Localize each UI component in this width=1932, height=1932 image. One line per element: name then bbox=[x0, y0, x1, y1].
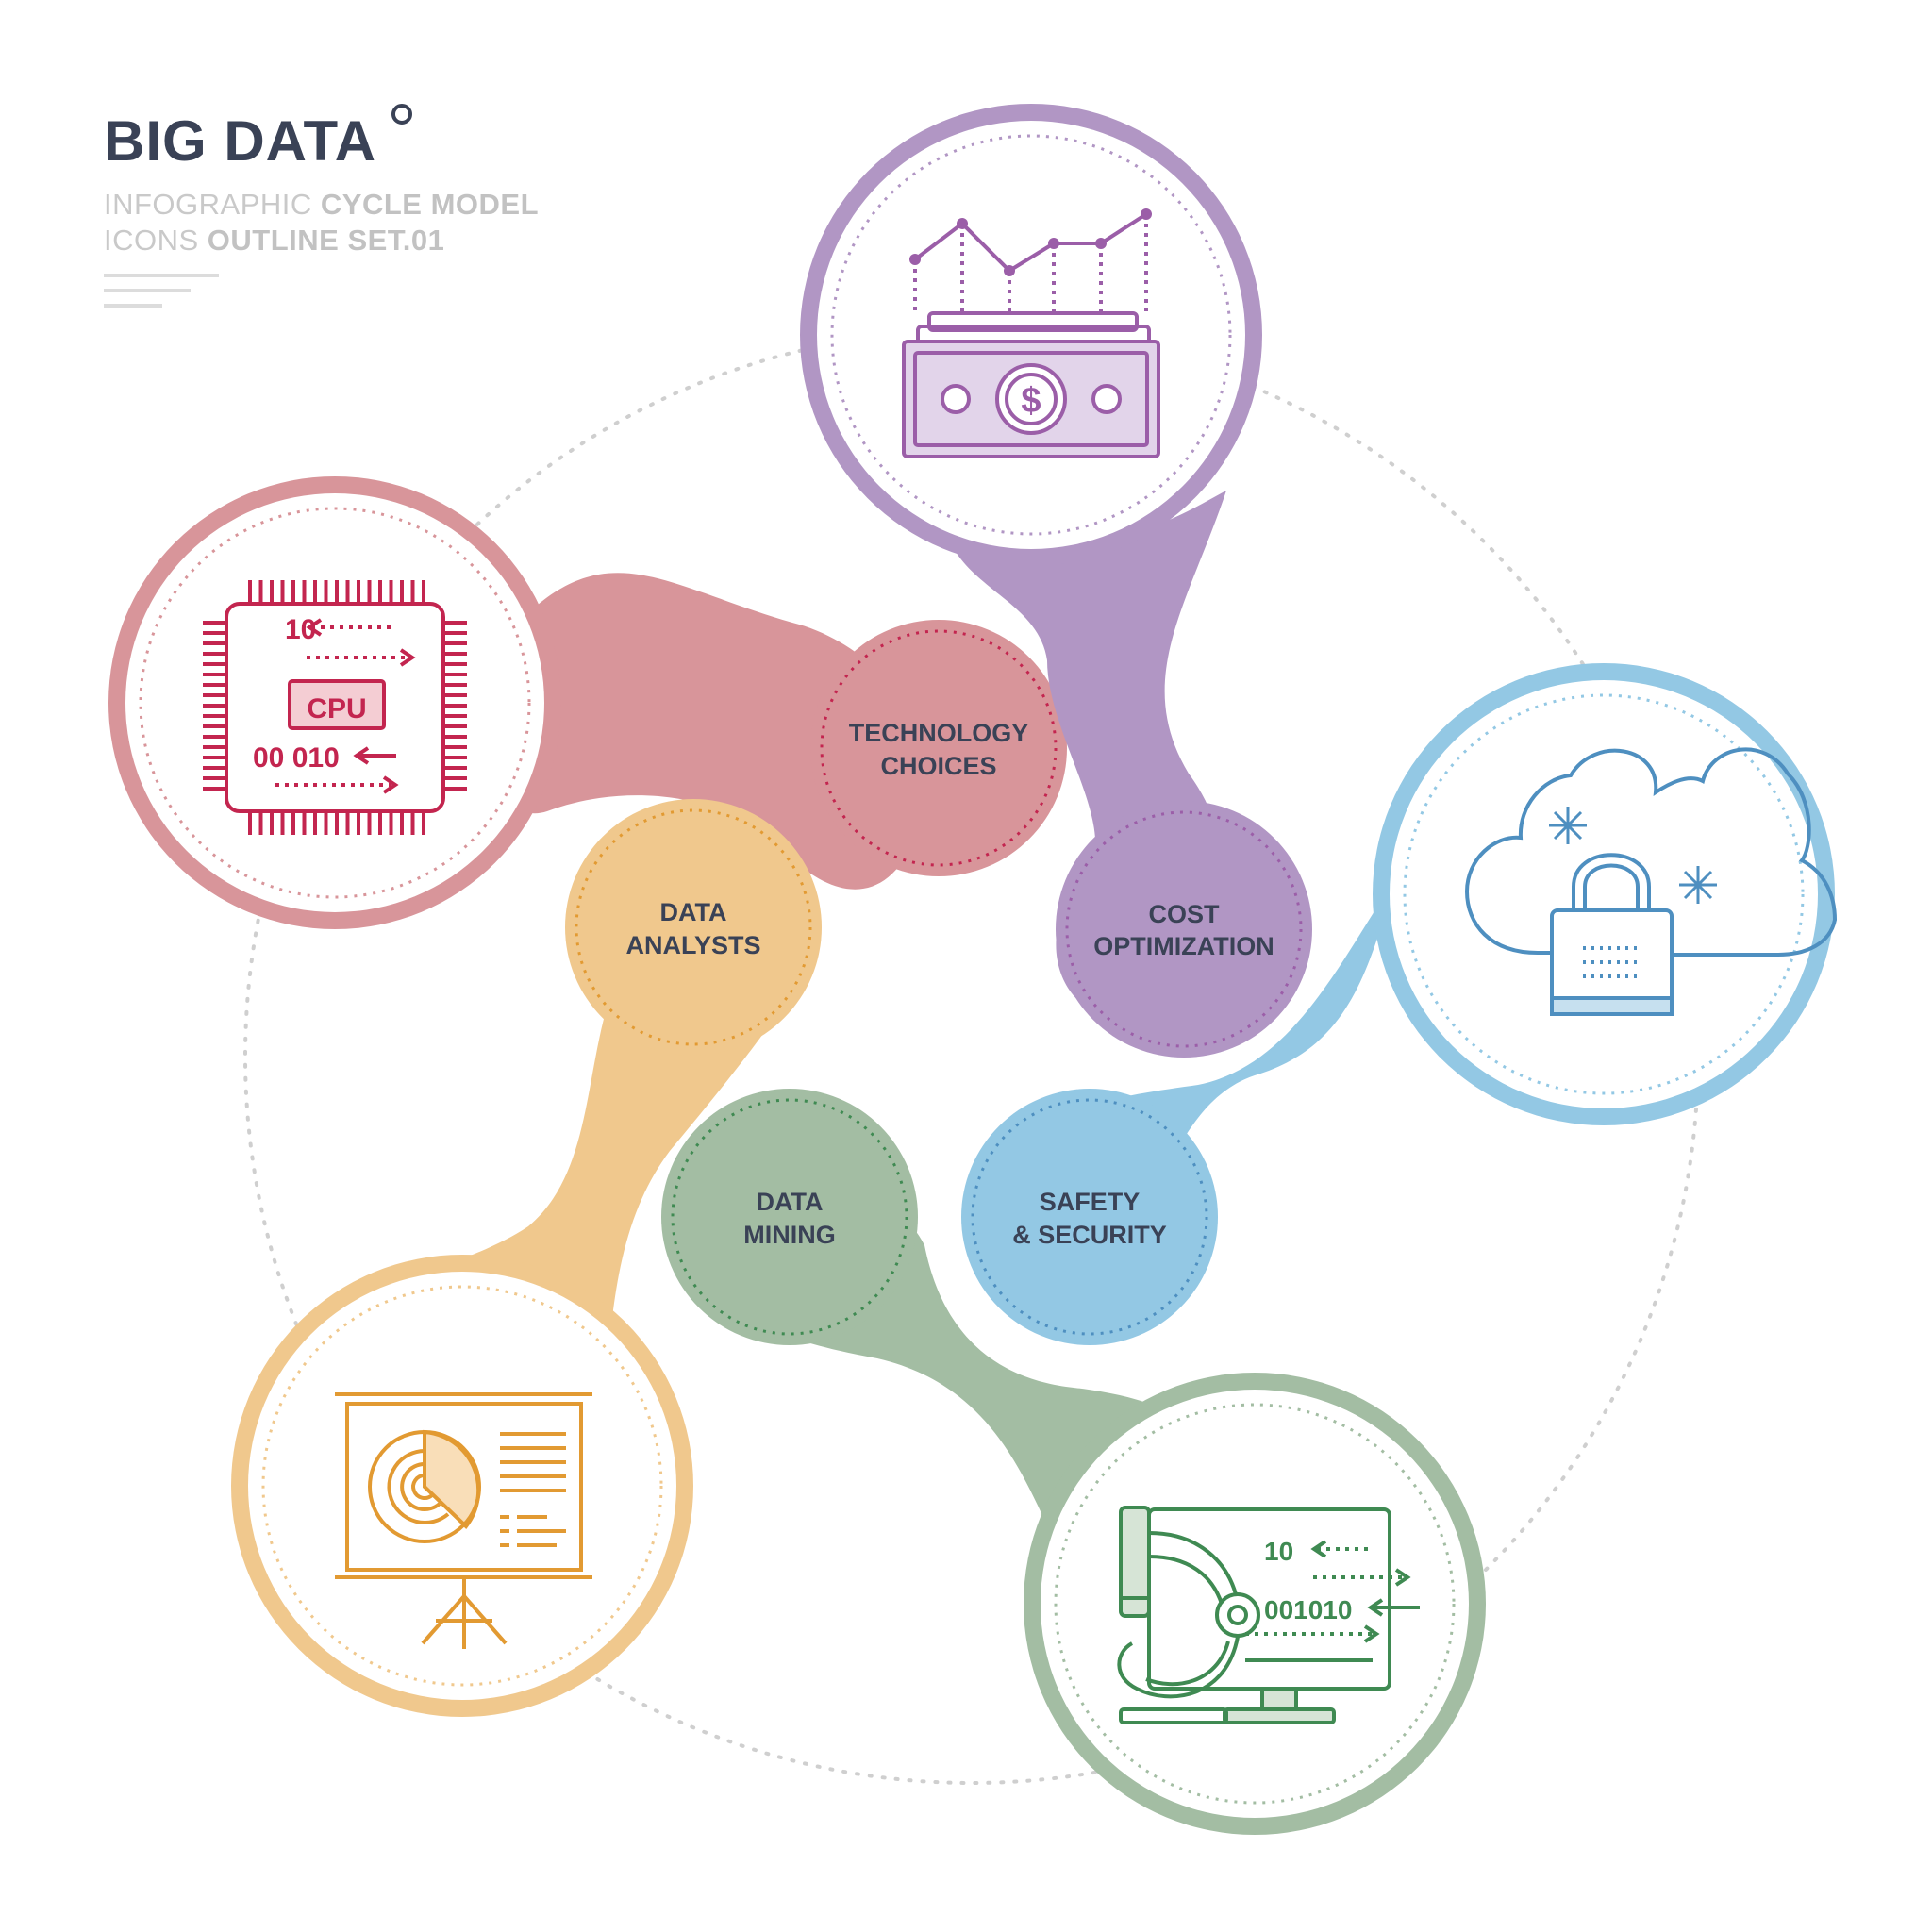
label-circle-dots bbox=[671, 1098, 908, 1336]
title-block: BIG DATA INFOGRAPHIC CYCLE MODEL ICONS O… bbox=[104, 104, 540, 319]
title-ring-mark bbox=[391, 104, 413, 125]
cpu-icon bbox=[203, 580, 467, 835]
step-label-line1: DATA bbox=[757, 1188, 824, 1216]
cloud-lock-icon bbox=[1464, 747, 1838, 1016]
decorative-bars bbox=[104, 274, 539, 308]
label-circle bbox=[565, 799, 822, 1056]
step-label-line1: COST bbox=[1148, 900, 1220, 928]
cpu-binary-row2: 00 010 bbox=[253, 742, 340, 774]
page-title: BIG DATA bbox=[104, 104, 413, 170]
decorative-bar bbox=[104, 304, 162, 308]
microscope-monitor-icon bbox=[1117, 1506, 1420, 1724]
presentation-board-icon bbox=[335, 1392, 592, 1649]
mining-binary-row2: 001010 bbox=[1264, 1595, 1352, 1624]
icon-circle-dots bbox=[261, 1285, 663, 1687]
label-circle bbox=[661, 1089, 918, 1345]
decorative-bar bbox=[104, 289, 191, 292]
icon-circle-dots bbox=[1054, 1403, 1456, 1805]
label-circle-dots bbox=[820, 629, 1058, 867]
label-circle-dots bbox=[1065, 810, 1303, 1048]
step-label-line2: CHOICES bbox=[880, 752, 996, 780]
step-data-mining: DATA MINING 10 001010 bbox=[661, 1089, 1486, 1835]
mining-binary-row1: 10 bbox=[1264, 1537, 1293, 1566]
icon-circle-inner bbox=[817, 121, 1245, 549]
step-cost-optimization: COST OPTIMIZATION $ bbox=[800, 104, 1312, 1058]
step-label-line2: MINING bbox=[743, 1221, 836, 1249]
icon-circle-dots bbox=[1403, 693, 1805, 1095]
cpu-binary-row1: 10 bbox=[285, 614, 316, 645]
step-label-line1: TECHNOLOGY bbox=[849, 719, 1029, 747]
icon-circle-dots bbox=[139, 507, 531, 899]
step-label-line2: OPTIMIZATION bbox=[1093, 932, 1274, 960]
decorative-bar bbox=[104, 274, 219, 277]
label-circle-dots bbox=[575, 808, 812, 1046]
step-label-line1: SAFETY bbox=[1040, 1188, 1141, 1216]
icon-circle-inner bbox=[1390, 680, 1818, 1108]
step-label-line2: ANALYSTS bbox=[625, 931, 760, 959]
step-data-analysts: DATA ANALYSTS bbox=[231, 799, 822, 1717]
subtitle-line-1: INFOGRAPHIC CYCLE MODEL bbox=[104, 188, 540, 221]
connector-technology bbox=[476, 573, 928, 890]
label-circle bbox=[1056, 801, 1312, 1058]
step-technology-choices: TECHNOLOGY CHOICES 10 CPU 00 010 bbox=[108, 476, 1067, 929]
subtitle-line-2: ICONS OUTLINE SET.01 bbox=[104, 224, 445, 257]
cpu-chip-label: CPU bbox=[307, 693, 366, 724]
icon-circle-dots bbox=[830, 134, 1232, 536]
step-label-line1: DATA bbox=[660, 898, 727, 926]
label-circle-dots bbox=[971, 1098, 1208, 1336]
label-circle bbox=[961, 1089, 1218, 1345]
step-label-line2: & SECURITY bbox=[1012, 1221, 1167, 1249]
step-safety-security: SAFETY & SECURITY bbox=[961, 663, 1838, 1345]
currency-symbol: $ bbox=[1021, 381, 1041, 421]
label-circle bbox=[810, 620, 1067, 876]
money-chart-icon bbox=[902, 212, 1160, 458]
chart-points bbox=[909, 208, 1152, 276]
